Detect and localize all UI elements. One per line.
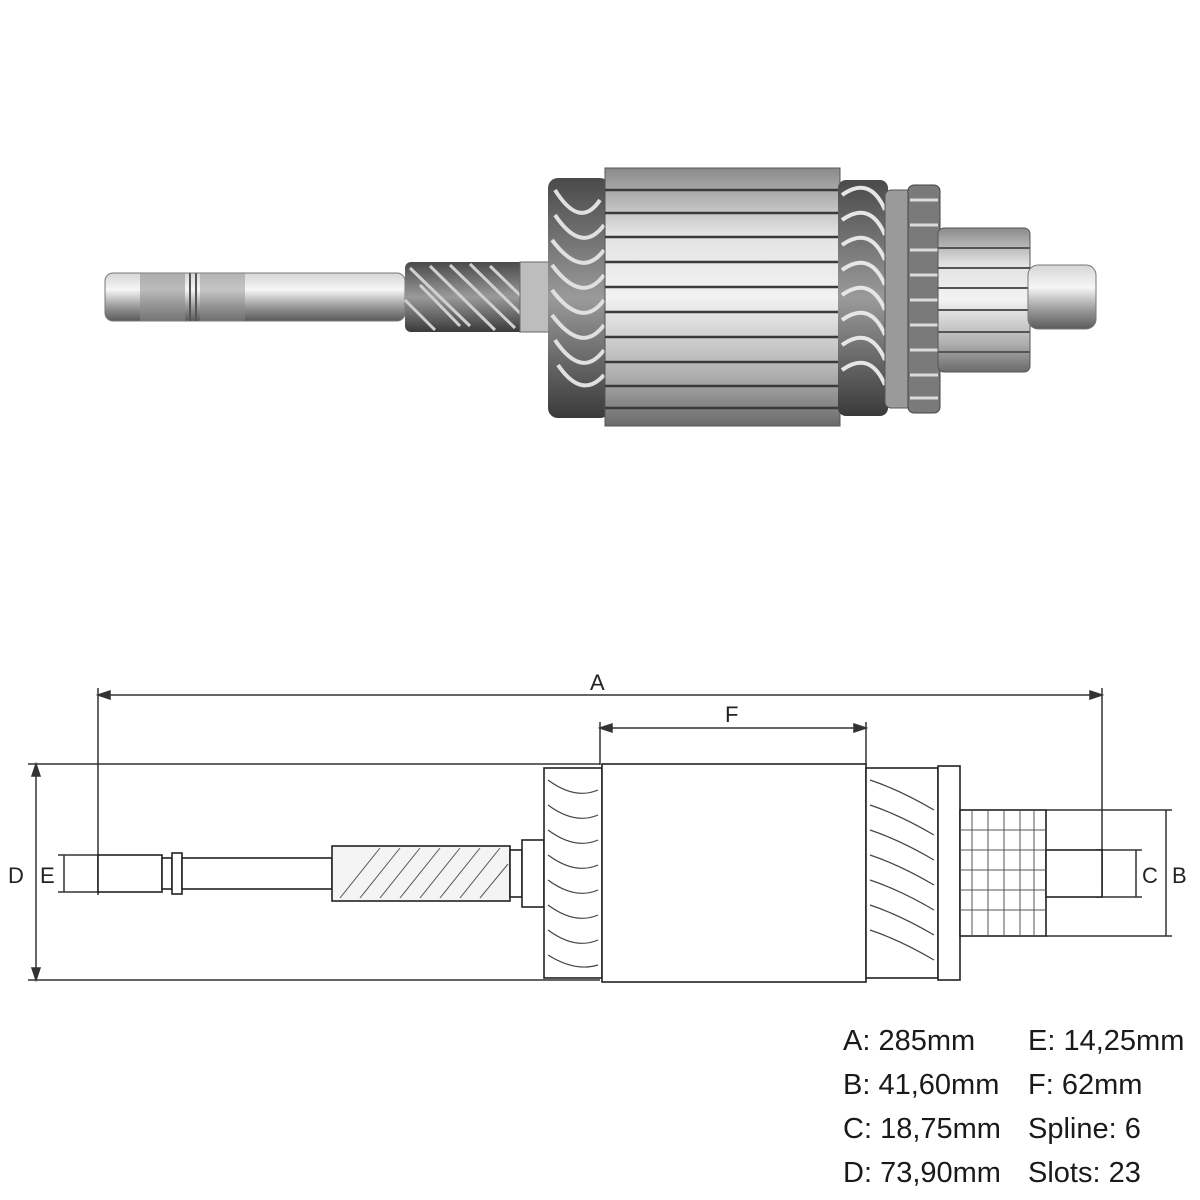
commutator — [907, 184, 1031, 414]
spec-f: F: 62mm — [1028, 1069, 1143, 1101]
windings-left — [548, 178, 610, 418]
label-f: F — [725, 702, 738, 727]
label-e: E — [40, 863, 55, 888]
spec-b: B: 41,60mm — [843, 1069, 1000, 1101]
label-d: D — [8, 863, 24, 888]
spec-slots: Slots: 23 — [1028, 1157, 1141, 1189]
spec-e: E: 14,25mm — [1028, 1025, 1185, 1057]
spec-spline: Spline: 6 — [1028, 1113, 1141, 1145]
label-b: B — [1172, 863, 1187, 888]
shaft-left — [104, 272, 406, 322]
gear-hatching — [339, 847, 509, 899]
armature-core — [604, 167, 841, 427]
armature-photo — [104, 167, 1097, 427]
commutator-bars — [960, 810, 1046, 936]
windings-right — [838, 180, 914, 416]
armature-outline — [97, 763, 1103, 983]
spec-a: A: 285mm — [843, 1025, 976, 1057]
armature-dimension-drawing: A F D E C B — [8, 670, 1187, 983]
shaft-right — [1027, 264, 1097, 330]
label-a: A — [590, 670, 605, 695]
spec-table: A: 285mm E: 14,25mm B: 41,60mm F: 62mm C… — [843, 1022, 1198, 1192]
label-c: C — [1142, 863, 1158, 888]
winding-hatching — [547, 779, 935, 968]
helical-gear — [403, 261, 551, 333]
spec-c: C: 18,75mm — [843, 1113, 1001, 1145]
spec-d: D: 73,90mm — [843, 1157, 1001, 1189]
